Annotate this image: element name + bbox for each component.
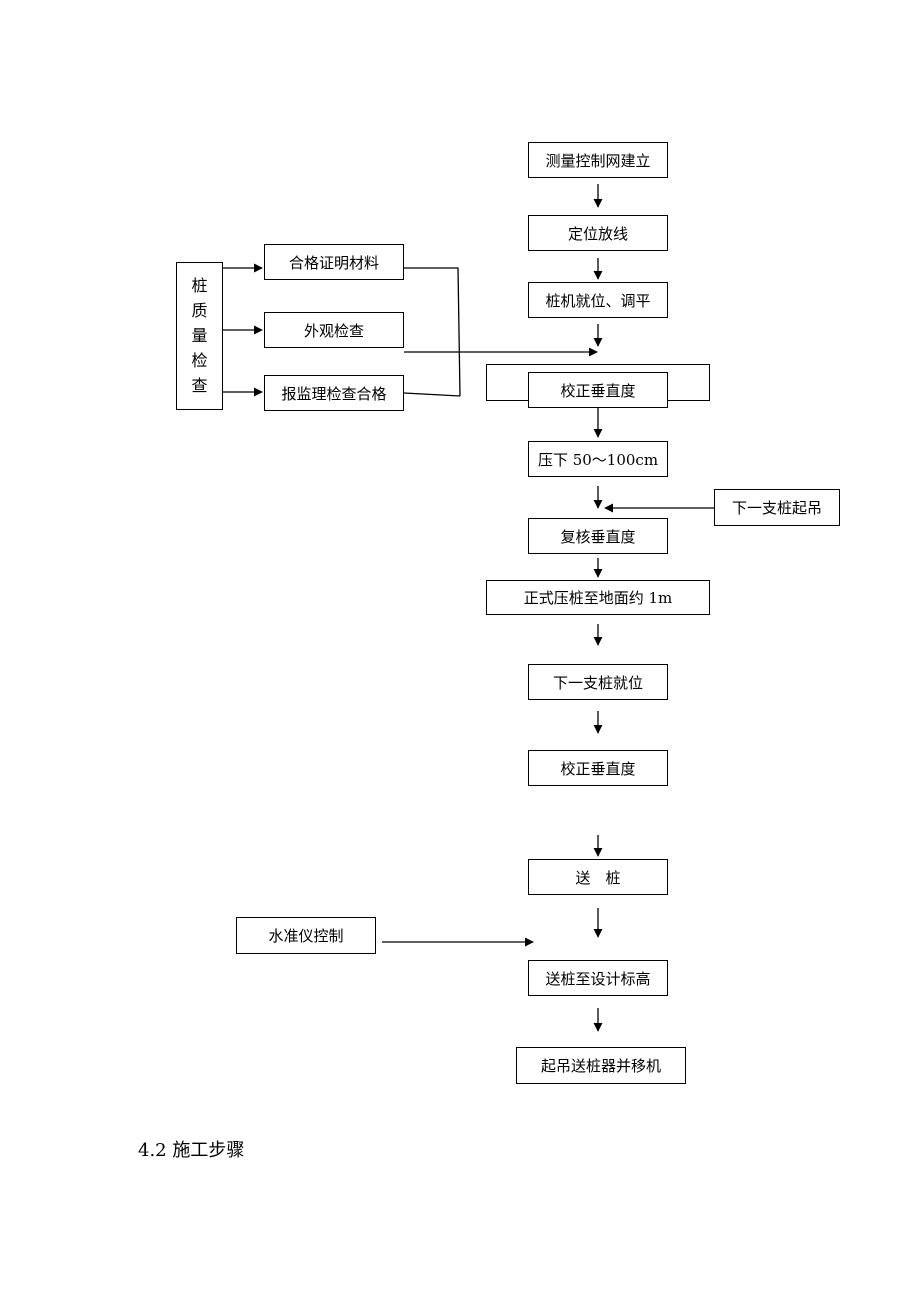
lift-and-move-box: 起吊送桩器并移机: [516, 1047, 686, 1084]
quality-title-char: 量: [191, 326, 208, 345]
certificate-box: 合格证明材料: [264, 244, 404, 280]
merge-line-certificate: [404, 267, 461, 397]
quality-title-char: 质: [191, 301, 208, 320]
layout-box: 定位放线: [528, 215, 668, 251]
next-pile-lift-box: 下一支桩起吊: [714, 489, 840, 526]
formal-press-box: 正式压桩至地面约 1m: [486, 580, 710, 615]
quality-title-char: 桩: [191, 276, 208, 295]
press-down-box: 压下 50～100cm: [528, 441, 668, 477]
level-control-box: 水准仪控制: [236, 917, 376, 954]
appearance-check-box: 外观检查: [264, 312, 404, 348]
quality-title-char: 查: [191, 376, 208, 395]
recheck-vertical-box: 复核垂直度: [528, 518, 668, 554]
send-to-elevation-box: 送桩至设计标高: [528, 960, 668, 996]
pile-machine-box: 桩机就位、调平: [528, 282, 668, 318]
next-pile-in-place-box: 下一支桩就位: [528, 664, 668, 700]
pile-quality-check-box: 桩 质 量 检 查: [176, 262, 223, 410]
section-heading: 4.2 施工步骤: [138, 1140, 245, 1161]
correct-vertical-box-2: 校正垂直度: [528, 750, 668, 786]
correct-vertical-box-1: 校正垂直度: [528, 372, 668, 408]
merge-line-supervisor: [403, 392, 461, 397]
send-pile-box: 送 桩: [528, 859, 668, 895]
survey-control-box: 测量控制网建立: [528, 142, 668, 178]
quality-title-char: 检: [191, 351, 208, 370]
supervisor-check-box: 报监理检查合格: [264, 375, 404, 411]
